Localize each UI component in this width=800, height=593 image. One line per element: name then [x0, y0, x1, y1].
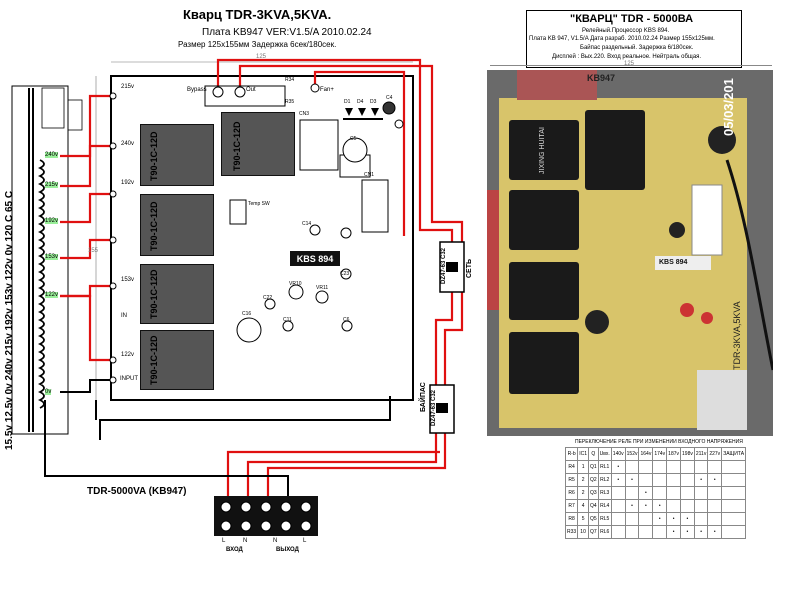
pin-192v: 192v: [121, 180, 135, 186]
right-line1: Релейный.Процессор KBS 894.: [582, 28, 670, 34]
right-line2: Плата KB 947, V1.5/A Дата разраб. 2010.0…: [529, 36, 715, 42]
part-r35: R35: [285, 99, 295, 105]
part-cn1: CN1: [364, 172, 375, 178]
photo-side: TDR-3KVA,5KVA: [732, 301, 742, 370]
photo-date: 05/03/201: [721, 78, 736, 136]
part-r34: R34: [285, 77, 295, 83]
left-title: Кварц TDR-3KVA,5KVA.: [183, 7, 332, 22]
part-c14: C14: [302, 221, 312, 227]
tap-240v: 240v: [45, 152, 59, 158]
tap-153v: 153v: [45, 254, 59, 260]
tap-0v: 0v: [45, 389, 52, 395]
pin-240v: 240v: [121, 141, 135, 147]
relay-1: T90-1C-12D: [140, 124, 214, 186]
board-pins: [109, 92, 117, 384]
part-d1: D1: [344, 99, 351, 105]
dim-top-right: 125: [624, 61, 635, 67]
pin-input: INPUT: [120, 376, 138, 382]
terminal-screws: [220, 501, 312, 532]
right-title: "КВАРЦ" TDR - 5000ВА: [570, 13, 694, 25]
dim-side-left: 155: [88, 248, 99, 254]
diodes: [343, 108, 383, 120]
part-c23: C23: [340, 271, 350, 277]
tap-192v: 192v: [45, 218, 59, 224]
pin-in: IN: [121, 313, 127, 319]
pin-out: Out: [246, 87, 256, 93]
photo-relay: JIXING HUITAI: [539, 127, 546, 174]
transformer-frame: [11, 85, 69, 435]
board-line: Плата KB947 VER:V1.5/A 2010.02.24: [202, 27, 372, 38]
tap-215v: 215v: [45, 182, 59, 188]
dim-top-left: 125: [256, 54, 267, 60]
components: [212, 83, 404, 343]
part-c4: C4: [386, 95, 393, 101]
red-wires: [60, 58, 464, 498]
relay-4: T90-1C-12D: [140, 330, 214, 390]
part-c6: C6: [343, 317, 350, 323]
part-vr10: VR10: [289, 281, 302, 287]
photo-chip: KBS 894: [659, 259, 688, 266]
terminal-n1: N: [243, 538, 248, 544]
pin-153v: 153v: [121, 277, 135, 283]
part-c11: C11: [283, 317, 292, 323]
size-line: Размер 125х155мм Задержка 6сек/180сек.: [178, 40, 337, 49]
breaker-bypass-label: DZ47-63 C32: [431, 389, 437, 426]
part-c22: C22: [263, 295, 273, 301]
pin-215v: 215v: [121, 84, 135, 90]
right-line4: Дисплей : Вых.220. Вход реальное. Нейтра…: [552, 54, 702, 60]
breaker-bypass-side: БАЙПАС: [420, 382, 427, 412]
terminal-l2: L: [303, 538, 307, 544]
part-d4: D4: [357, 99, 364, 105]
terminal-l1: L: [222, 538, 226, 544]
tap-122v: 122v: [45, 292, 59, 298]
part-temp-sw: Temp SW: [248, 201, 270, 207]
model-label: TDR-5000VA (KB947): [87, 486, 187, 497]
photo-board: KB947: [587, 73, 616, 83]
relay-1-label: T90-1C-12D: [149, 131, 159, 181]
pin-bypass: Bypass: [187, 87, 207, 93]
part-vr11: VR11: [316, 285, 329, 291]
part-c16: C16: [242, 311, 252, 317]
relay-3: T90-1C-12D: [140, 264, 214, 324]
part-c5: C5: [350, 136, 357, 142]
relay-2: T90-1C-12D: [140, 194, 214, 256]
right-line3: Байпас раздельный. Задержка 6/180сек.: [580, 45, 694, 51]
transformer-coil: [37, 159, 45, 409]
terminal-input-label: ВХОД: [226, 547, 243, 553]
table-title: ПЕРЕКЛЮЧЕНИЕ РЕЛЕ ПРИ ИЗМЕНЕНИИ ВХОДНОГО…: [575, 439, 743, 445]
relay-top-label: T90-1C-12D: [232, 121, 242, 171]
pin-122v: 122v: [121, 352, 135, 358]
relay-2-label: T90-1C-12D: [149, 201, 159, 251]
terminal-output-label: ВЫХОД: [276, 547, 299, 553]
transformer-label: 15.5v 12.5v 0v 240v 215v 192v 153v 122v …: [4, 190, 15, 450]
terminal-n2: N: [273, 538, 278, 544]
relay-4-label: T90-1C-12D: [149, 335, 159, 385]
part-d3: D3: [370, 99, 377, 105]
breaker-mains-side: СЕТЬ: [466, 258, 473, 278]
pcb-photo: 05/03/201 KB947 KBS 894 TDR-3KVA,5KVA JI…: [487, 70, 773, 436]
breaker-mains-label: DZ47-63 C32: [441, 247, 447, 284]
pin-fan: Fan+: [320, 87, 334, 93]
part-cn3: CN3: [299, 111, 310, 117]
relay-3-label: T90-1C-12D: [149, 269, 159, 319]
processor-chip: KBS 894: [290, 251, 340, 266]
right-header-box: [526, 10, 742, 68]
relay-top: T90-1C-12D: [221, 112, 295, 176]
black-wires: [44, 379, 391, 498]
